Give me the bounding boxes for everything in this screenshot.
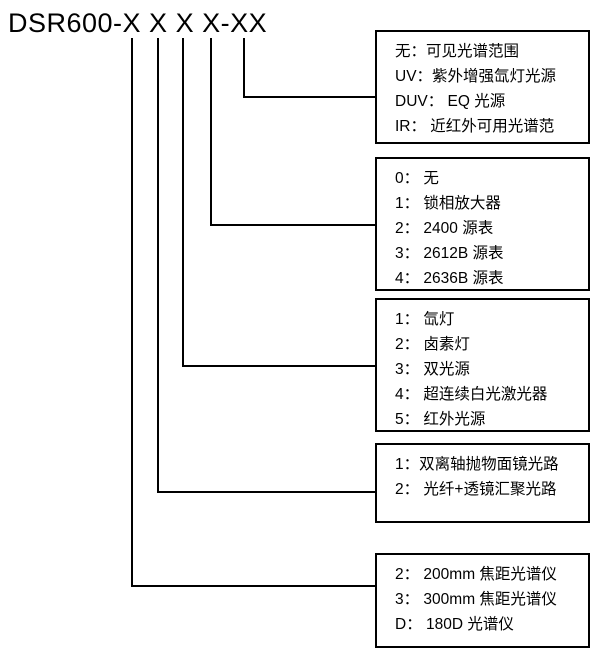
option-line: 3： 300mm 焦距光谱仪 (395, 591, 557, 608)
option-line: 无：可见光谱范围 (395, 43, 520, 60)
option-list: 1：双离轴抛物面镜光路 2： 光纤+透镜汇聚光路 (377, 445, 588, 502)
option-line: 3： 双光源 (395, 361, 470, 378)
option-line: 2： 2400 源表 (395, 220, 494, 237)
spectral-range-box: 无：可见光谱范围 UV：紫外增强氙灯光源 DUV： EQ 光源 IR： 近红外可用光谱… (375, 30, 590, 144)
option-line: IR： 近红外可用光谱范 (395, 118, 555, 135)
leader-line-vertical (157, 38, 159, 493)
page-title: DSR600-X X X X-XX (8, 8, 268, 38)
leader-line-vertical (243, 38, 245, 98)
option-line: 1： 锁相放大器 (395, 195, 501, 212)
option-line: DUV： EQ 光源 (395, 93, 506, 110)
spectrometer-box: 2： 200mm 焦距光谱仪 3： 300mm 焦距光谱仪 D： 180D 光谱仪 (375, 553, 590, 648)
option-line: 2： 卤素灯 (395, 336, 470, 353)
leader-line-horizontal (157, 491, 375, 493)
option-list: 1： 氙灯 2： 卤素灯 3： 双光源 4： 超连续白光激光器 5： 红外光源 (377, 300, 588, 432)
leader-line-horizontal (210, 224, 375, 226)
option-line: 4： 超连续白光激光器 (395, 386, 548, 403)
option-list: 0： 无 1： 锁相放大器 2： 2400 源表 3： 2612B 源表 4： 2636… (377, 159, 588, 291)
option-line: 5： 红外光源 (395, 411, 486, 428)
option-line: 1： 氙灯 (395, 311, 455, 328)
leader-line-horizontal (182, 365, 375, 367)
option-list: 2： 200mm 焦距光谱仪 3： 300mm 焦距光谱仪 D： 180D 光谱仪 (377, 555, 588, 637)
option-list: 无：可见光谱范围 UV：紫外增强氙灯光源 DUV： EQ 光源 IR： 近红外可用光谱… (377, 32, 588, 139)
leader-line-vertical (210, 38, 212, 226)
option-line: 3： 2612B 源表 (395, 245, 504, 262)
leader-line-horizontal (131, 585, 375, 587)
option-line: UV：紫外增强氙灯光源 (395, 68, 557, 85)
leader-line-horizontal (243, 96, 375, 98)
optical-path-box: 1：双离轴抛物面镜光路 2： 光纤+透镜汇聚光路 (375, 443, 590, 523)
leader-line-vertical (131, 38, 133, 587)
light-source-box: 1： 氙灯 2： 卤素灯 3： 双光源 4： 超连续白光激光器 5： 红外光源 (375, 298, 590, 432)
option-line: 2： 200mm 焦距光谱仪 (395, 566, 557, 583)
option-line: 2： 光纤+透镜汇聚光路 (395, 481, 557, 498)
option-line: 1：双离轴抛物面镜光路 (395, 456, 559, 473)
option-line: 0： 无 (395, 170, 439, 187)
amplifier-source-meter-box: 0： 无 1： 锁相放大器 2： 2400 源表 3： 2612B 源表 4： 2636… (375, 157, 590, 291)
leader-line-vertical (182, 38, 184, 367)
option-line: 4： 2636B 源表 (395, 270, 504, 287)
option-line: D： 180D 光谱仪 (395, 616, 514, 633)
